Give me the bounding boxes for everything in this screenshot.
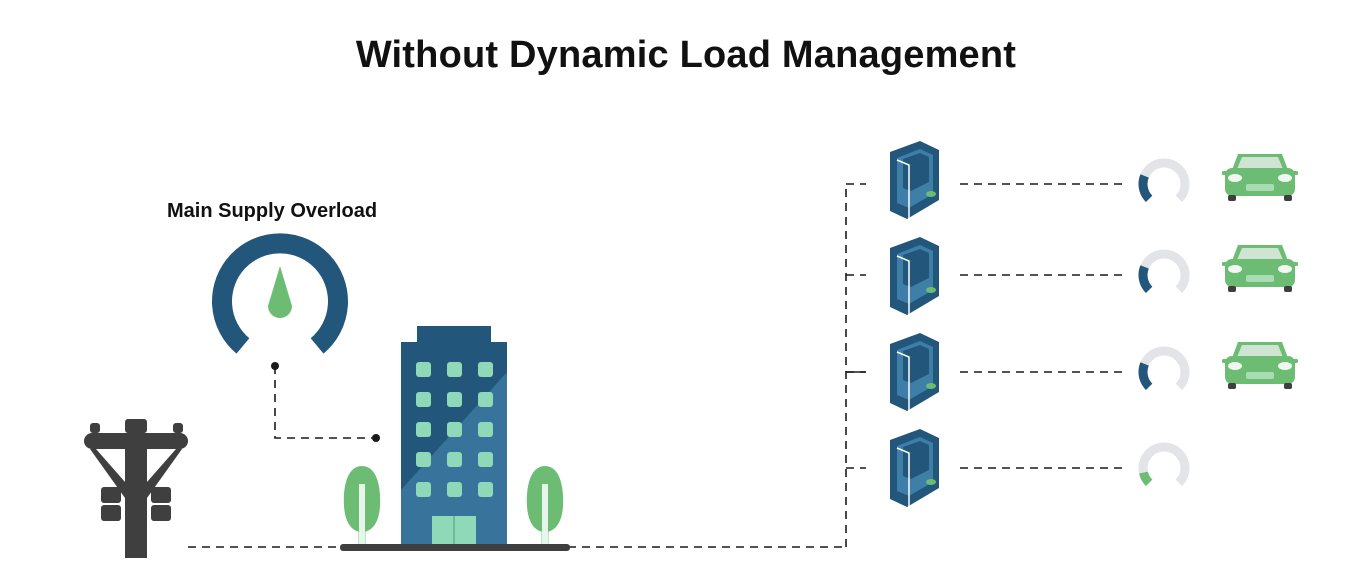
line-gauge-to-building <box>274 366 376 439</box>
ev-charger-icon <box>890 333 939 411</box>
diagram-title: Without Dynamic Load Management <box>355 34 1017 76</box>
utility-pole-icon <box>84 419 188 558</box>
tree-icon <box>343 466 381 548</box>
charger-gauge-fill <box>1138 362 1153 391</box>
main-supply-overload-label: Main Supply Overload <box>167 200 378 222</box>
connector-dot-building <box>372 434 380 442</box>
charger-gauge-fill <box>1139 471 1153 487</box>
main-gauge-needle <box>268 266 292 318</box>
charger-gauge-icon <box>1138 249 1190 294</box>
main-gauge-arc <box>212 233 348 354</box>
connector-dot-gauge <box>271 362 279 370</box>
building-roof <box>417 326 491 342</box>
car-icon <box>1222 245 1298 292</box>
charger-gauge-icon <box>1138 442 1190 487</box>
connection-lines <box>188 183 1126 548</box>
ev-charger-icon <box>890 429 939 507</box>
charger-gauge-fill <box>1138 265 1153 294</box>
car-icon <box>1222 154 1298 201</box>
main-supply-gauge-icon <box>212 233 348 354</box>
ev-charger-icon <box>890 237 939 315</box>
ev-charger-icon <box>890 141 939 219</box>
charger-gauge-icon <box>1138 346 1190 391</box>
connected-cars <box>1222 154 1298 389</box>
tree-icon <box>526 466 564 548</box>
building-windows <box>416 362 493 497</box>
charger-gauge-fill <box>1138 174 1153 203</box>
ground-line <box>340 544 570 551</box>
charger-load-gauges <box>1138 158 1190 487</box>
building-icon <box>401 326 507 547</box>
charger-gauge-icon <box>1138 158 1190 203</box>
car-icon <box>1222 342 1298 389</box>
charger-gauge-track <box>1138 442 1190 487</box>
